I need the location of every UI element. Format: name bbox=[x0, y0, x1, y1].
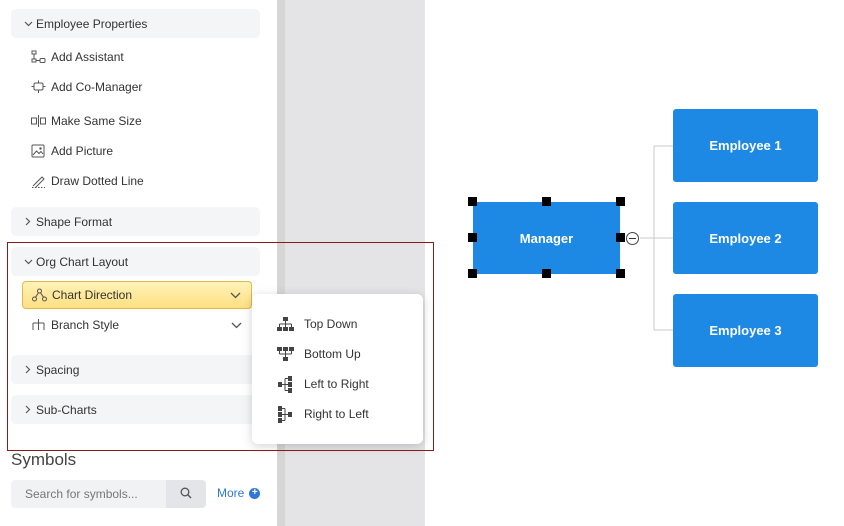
make-same-size-button[interactable]: Make Same Size bbox=[30, 110, 142, 132]
node-label: Employee 1 bbox=[709, 138, 782, 153]
manager-node[interactable]: Manager bbox=[473, 202, 620, 274]
branch-style-icon bbox=[30, 317, 46, 333]
resize-handle[interactable] bbox=[468, 233, 477, 242]
properties-panel: Employee Properties Add Assistant Add Co… bbox=[0, 0, 277, 526]
collapse-branch-button[interactable] bbox=[626, 232, 639, 245]
panel-scrollbar[interactable] bbox=[277, 0, 285, 526]
direction-bottom-up[interactable]: Bottom Up bbox=[276, 343, 361, 365]
item-label: Make Same Size bbox=[51, 114, 142, 128]
section-title: Shape Format bbox=[36, 214, 113, 229]
chart-direction-dropdown[interactable]: Chart Direction bbox=[22, 281, 252, 309]
section-title: Sub-Charts bbox=[36, 402, 97, 417]
resize-handle[interactable] bbox=[468, 197, 477, 206]
section-employee-properties[interactable]: Employee Properties bbox=[11, 9, 260, 38]
search-icon bbox=[180, 487, 192, 502]
node-label: Manager bbox=[519, 230, 574, 246]
employee-node-3[interactable]: Employee 3 bbox=[673, 294, 818, 367]
chevron-right-icon bbox=[21, 405, 35, 414]
dropdown-label: Chart Direction bbox=[52, 288, 133, 302]
more-symbols-link[interactable]: More + bbox=[217, 486, 261, 500]
section-title: Spacing bbox=[36, 362, 80, 377]
option-label: Right to Left bbox=[304, 407, 369, 421]
make-same-size-icon bbox=[30, 113, 46, 129]
plus-icon: + bbox=[249, 487, 261, 499]
item-label: Add Co-Manager bbox=[51, 80, 143, 94]
draw-dotted-line-button[interactable]: Draw Dotted Line bbox=[30, 170, 144, 192]
section-spacing[interactable]: Spacing bbox=[11, 355, 260, 384]
resize-handle[interactable] bbox=[616, 197, 625, 206]
more-label: More bbox=[217, 486, 245, 500]
add-assistant-icon bbox=[30, 49, 46, 65]
employee-node-2[interactable]: Employee 2 bbox=[673, 202, 818, 274]
top-down-icon bbox=[276, 315, 294, 333]
resize-handle[interactable] bbox=[542, 269, 551, 278]
option-label: Left to Right bbox=[304, 377, 369, 391]
direction-right-to-left[interactable]: Right to Left bbox=[276, 403, 369, 425]
add-picture-button[interactable]: Add Picture bbox=[30, 140, 113, 162]
connector-line bbox=[640, 145, 673, 331]
chevron-right-icon bbox=[21, 217, 35, 226]
symbol-search-input[interactable] bbox=[11, 480, 166, 508]
node-label: Employee 2 bbox=[709, 230, 782, 246]
section-sub-charts[interactable]: Sub-Charts bbox=[11, 395, 260, 424]
add-co-manager-button[interactable]: Add Co-Manager bbox=[30, 76, 142, 98]
item-label: Add Picture bbox=[51, 144, 114, 158]
chevron-down-icon bbox=[226, 322, 246, 329]
section-shape-format[interactable]: Shape Format bbox=[11, 207, 260, 236]
symbols-title: Symbols bbox=[11, 450, 77, 469]
chevron-down-icon bbox=[21, 259, 35, 265]
section-title: Org Chart Layout bbox=[36, 254, 129, 269]
chevron-down-icon bbox=[225, 292, 245, 299]
left-to-right-icon bbox=[276, 375, 294, 393]
dotted-line-icon bbox=[30, 173, 46, 189]
dropdown-label: Branch Style bbox=[51, 318, 120, 332]
add-co-manager-icon bbox=[30, 79, 46, 95]
minus-icon bbox=[629, 238, 636, 239]
chevron-right-icon bbox=[21, 365, 35, 374]
section-title: Employee Properties bbox=[36, 16, 148, 31]
picture-icon bbox=[30, 143, 46, 159]
item-label: Draw Dotted Line bbox=[51, 174, 144, 188]
add-assistant-button[interactable]: Add Assistant bbox=[30, 46, 124, 68]
resize-handle[interactable] bbox=[616, 269, 625, 278]
section-org-chart-layout[interactable]: Org Chart Layout bbox=[11, 247, 260, 276]
employee-node-1[interactable]: Employee 1 bbox=[673, 109, 818, 182]
right-to-left-icon bbox=[276, 405, 294, 423]
option-label: Top Down bbox=[304, 317, 358, 331]
item-label: Add Assistant bbox=[51, 50, 124, 64]
direction-top-down[interactable]: Top Down bbox=[276, 313, 357, 335]
resize-handle[interactable] bbox=[616, 233, 625, 242]
bottom-up-icon bbox=[276, 345, 294, 363]
option-label: Bottom Up bbox=[304, 347, 361, 361]
node-label: Employee 3 bbox=[709, 323, 782, 338]
org-chart-icon bbox=[31, 287, 47, 303]
search-button[interactable] bbox=[166, 480, 206, 508]
chevron-down-icon bbox=[21, 21, 35, 27]
resize-handle[interactable] bbox=[468, 269, 477, 278]
direction-left-to-right[interactable]: Left to Right bbox=[276, 373, 369, 395]
resize-handle[interactable] bbox=[542, 197, 551, 206]
branch-style-dropdown[interactable]: Branch Style bbox=[22, 311, 252, 339]
chart-direction-menu: Top Down Bottom Up Left to Right Right t… bbox=[252, 294, 423, 444]
